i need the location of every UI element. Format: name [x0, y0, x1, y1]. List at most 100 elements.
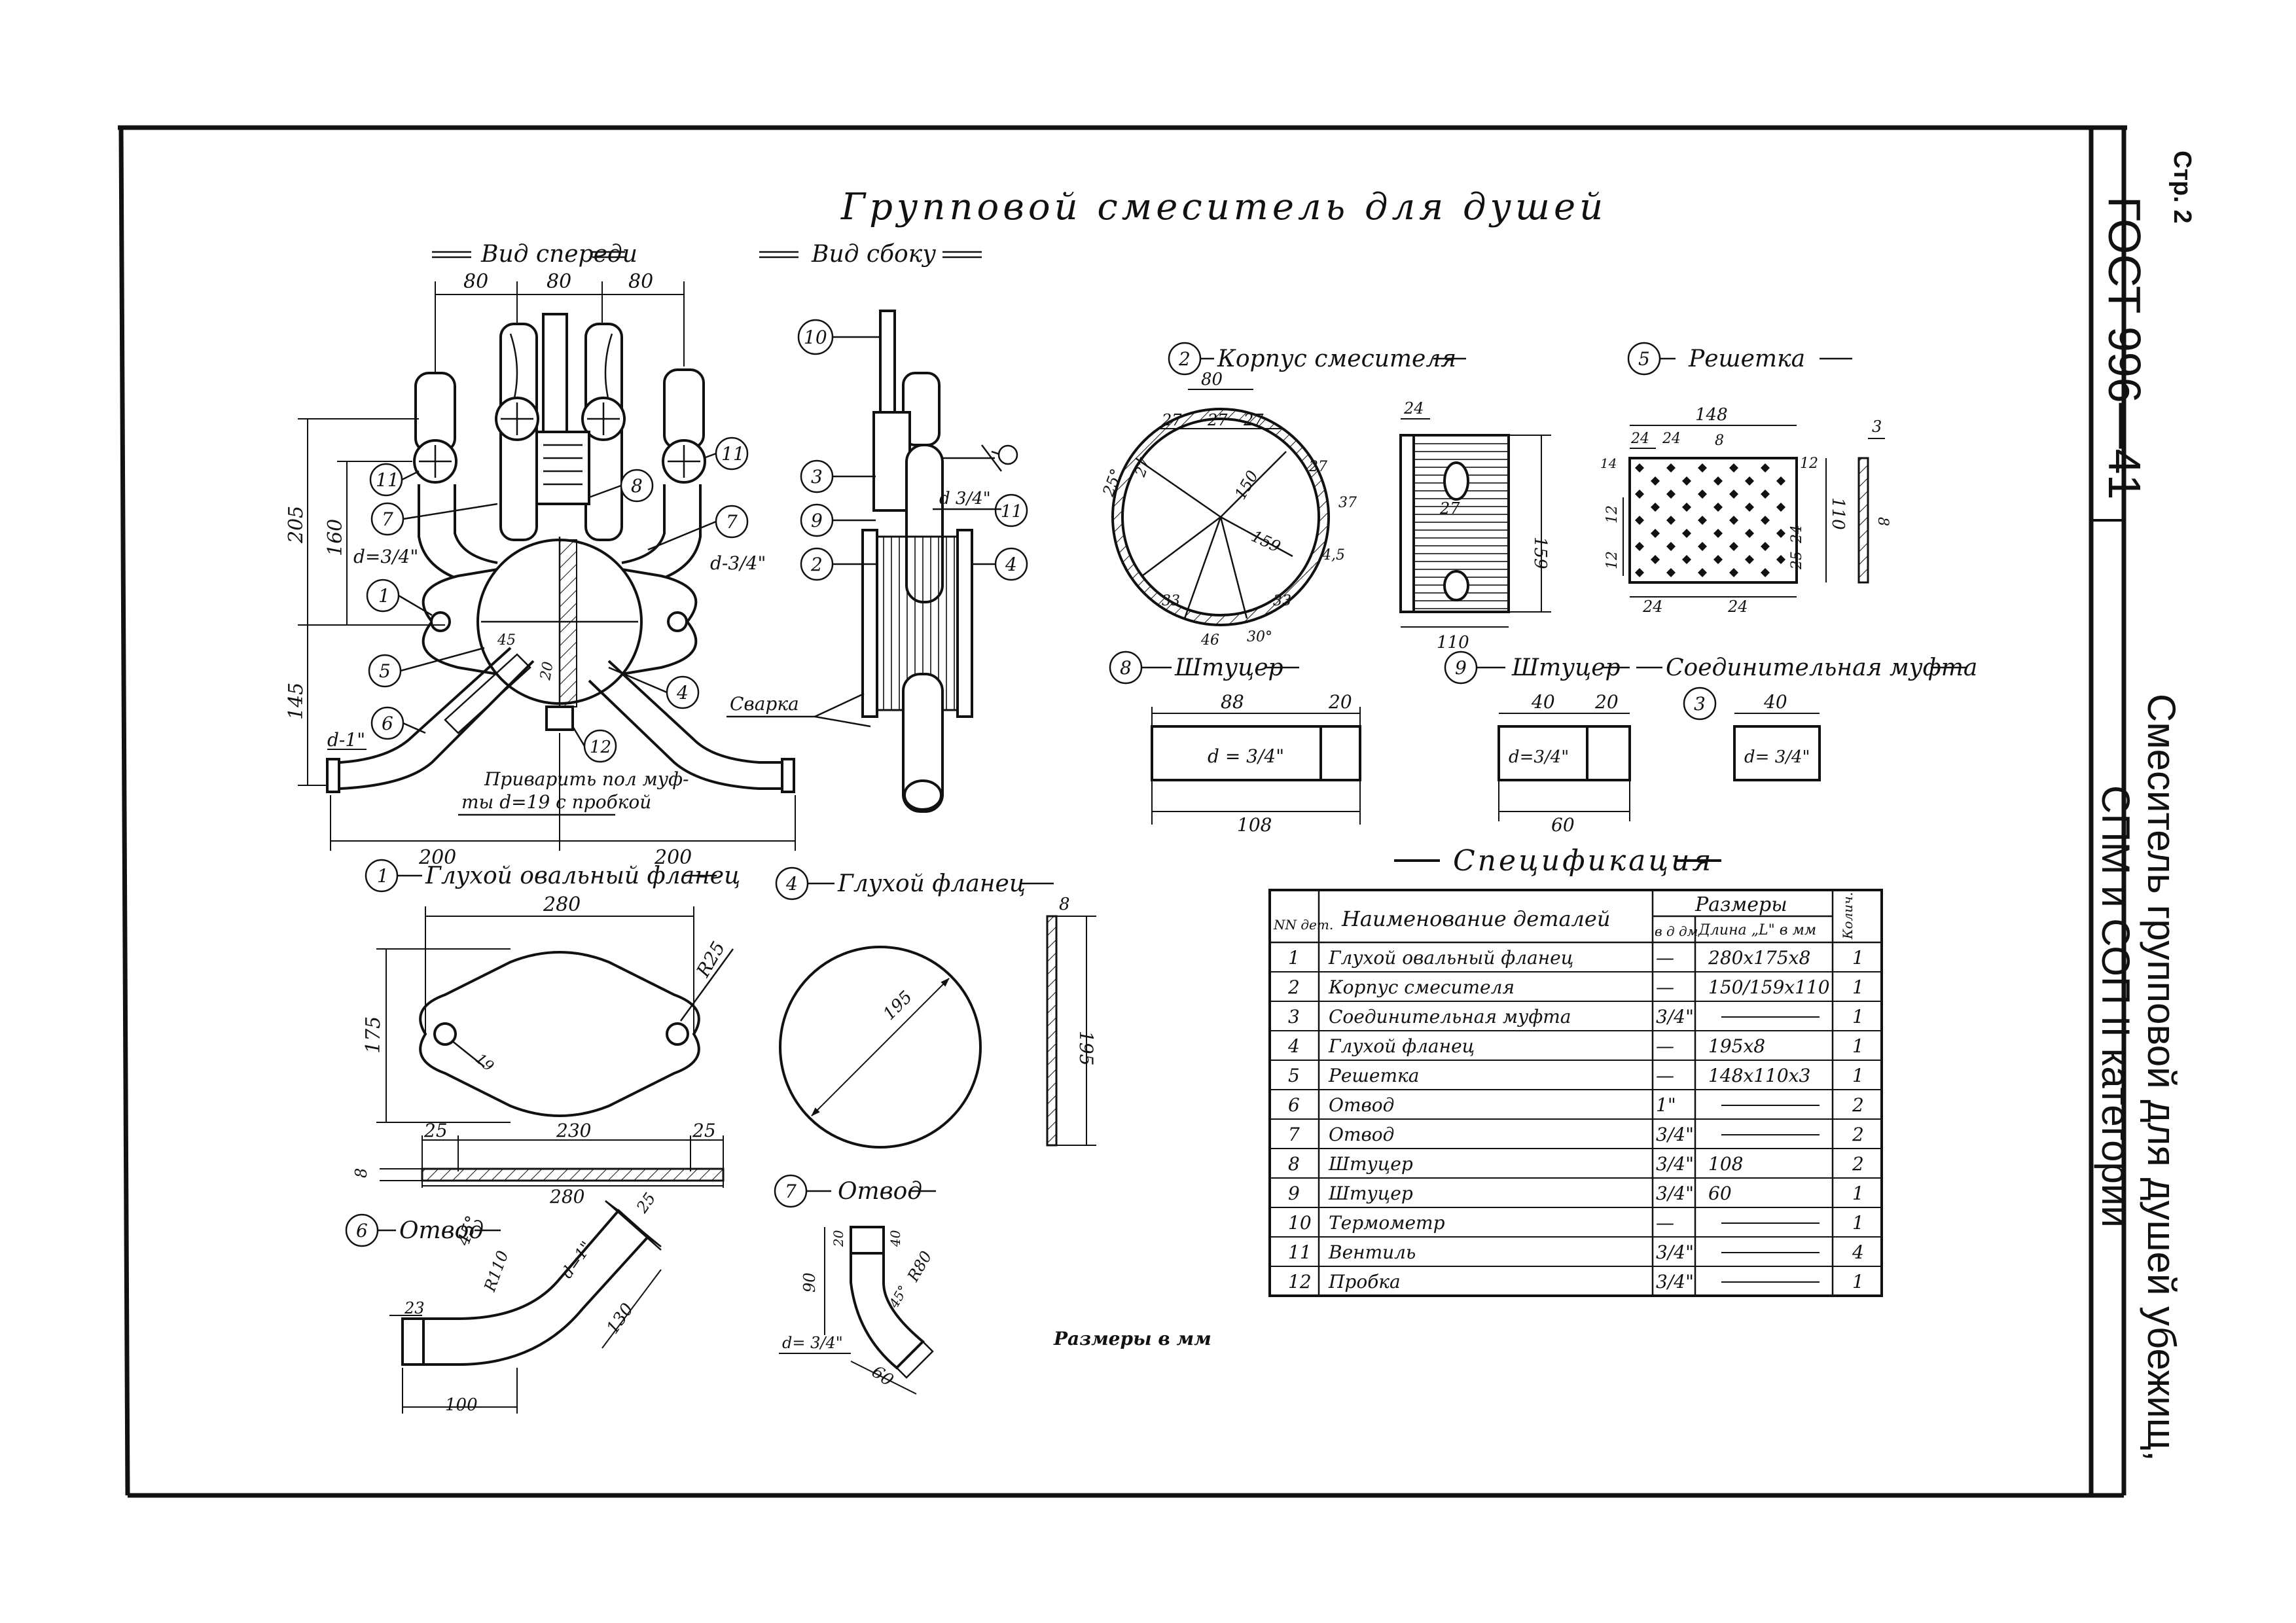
p2-dim-80: 80 — [1201, 370, 1223, 389]
part3-num: 3 — [1694, 693, 1706, 715]
p2-dim-27-a: 27 — [1161, 411, 1182, 429]
p2-dim-46: 46 — [1200, 632, 1219, 649]
spec-cell-name: Соединительная муфта — [1329, 1006, 1571, 1027]
spec-col-len: Длина „L" в мм — [1698, 922, 1816, 938]
spec-cell-qty: 1 — [1852, 1271, 1864, 1293]
spec-cell-name: Вентиль — [1328, 1241, 1416, 1263]
spec-cell-len: 148x110x3 — [1708, 1065, 1810, 1086]
part8-label: Штуцер — [1174, 654, 1283, 681]
p1-dim-280-bottom: 280 — [549, 1186, 584, 1207]
spec-cell-name: Отвод — [1329, 1094, 1394, 1116]
p2-dim-27-c: 27 — [1243, 411, 1264, 429]
front-dim-160: 160 — [324, 519, 347, 556]
p3-dim-40: 40 — [1763, 691, 1787, 713]
front-view: 80 80 80 — [285, 270, 796, 869]
grating-hole — [1761, 463, 1770, 473]
p5-dim-24-b: 24 — [1662, 431, 1681, 447]
grating-hole — [1761, 490, 1770, 499]
callout-8: 8 — [631, 475, 643, 497]
p1-dim-25-a: 25 — [423, 1120, 448, 1141]
p5-dim-3: 3 — [1872, 418, 1882, 436]
grating-hole — [1651, 476, 1660, 486]
callout-4-side: 4 — [1005, 554, 1017, 575]
callout-12: 12 — [590, 738, 611, 757]
title-line-1: Смеситель групповой для душей убежищ, — [2140, 694, 2183, 1461]
spec-cell-no: 2 — [1287, 976, 1300, 998]
part6-num: 6 — [356, 1220, 368, 1241]
spec-cell-name: Штуцер — [1328, 1153, 1413, 1175]
grating-hole — [1729, 542, 1738, 551]
p2-dim-24: 24 — [1403, 399, 1424, 418]
p2-dim-33-a: 33 — [1162, 593, 1180, 609]
front-dim-45: 45 — [497, 632, 516, 649]
spec-col-name: Наименование деталей — [1341, 906, 1610, 931]
p5-dim-110: 110 — [1828, 497, 1848, 530]
callout-11-right: 11 — [721, 443, 745, 465]
front-callouts: 11 7 1 5 6 8 11 7 4 12 — [366, 437, 749, 763]
callout-11-side: 11 — [1001, 502, 1022, 522]
p4-dim-195-edge: 195 — [1075, 1031, 1097, 1065]
p2-dim-110: 110 — [1437, 633, 1469, 652]
front-dim-20: 20 — [537, 660, 557, 682]
p2-dim-27-f: 27 — [1439, 499, 1460, 518]
spec-cell-d: — — [1656, 1212, 1674, 1234]
p5-dim-148: 148 — [1695, 405, 1728, 425]
p8-dim-20: 20 — [1328, 691, 1352, 713]
p5-dim-24-e: 24 — [1727, 597, 1748, 616]
part3-label: Соединительная муфта — [1666, 654, 1977, 681]
page-number: Стр. 2 — [2168, 151, 2196, 224]
p7-dim-r80: R80 — [903, 1248, 935, 1285]
grating-hole — [1682, 529, 1691, 538]
callout-10: 10 — [804, 327, 827, 348]
part6-label: Отвод — [399, 1217, 484, 1244]
spec-cell-d: — — [1656, 976, 1674, 998]
spec-cell-qty: 1 — [1852, 1212, 1864, 1234]
part-6-elbow: 6 Отвод 45° R110 d=1" 25 23 130 100 — [345, 1189, 662, 1415]
side-view-label: Вид сбоку — [811, 241, 936, 268]
spec-cell-no: 12 — [1288, 1271, 1312, 1293]
p2-dim-33-b: 33 — [1273, 593, 1291, 609]
part2-label: Корпус смесителя — [1217, 346, 1456, 372]
callout-5: 5 — [379, 660, 391, 682]
spec-cell-no: 6 — [1288, 1094, 1300, 1116]
p6-dim-25: 25 — [632, 1189, 659, 1217]
part-2-body: 2 Корпус смесителя 80 27 27 27 27 25° 27… — [1099, 342, 1551, 652]
units-note: Размеры в мм — [1053, 1328, 1211, 1349]
grating-hole — [1761, 516, 1770, 525]
grating-hole — [1776, 476, 1785, 486]
p5-dim-12-a: 12 — [1800, 455, 1818, 472]
p2-dim-30deg: 30° — [1247, 629, 1272, 645]
callout-7-right: 7 — [726, 511, 738, 533]
spec-cell-qty: 2 — [1852, 1153, 1864, 1175]
grating-hole — [1651, 503, 1660, 512]
spec-cell-name: Штуцер — [1328, 1183, 1413, 1204]
spec-cell-len: 150/159x110 — [1708, 976, 1830, 998]
front-dim-205: 205 — [285, 506, 308, 544]
sheet-frame — [118, 125, 2127, 1498]
p9-dim-20: 20 — [1594, 691, 1619, 713]
grating-hole — [1682, 555, 1691, 564]
spec-cell-d: — — [1656, 1065, 1674, 1086]
p2-dim-27-b: 27 — [1207, 411, 1228, 429]
spec-cell-name: Пробка — [1328, 1271, 1401, 1293]
p5-dim-8-edge: 8 — [1874, 517, 1891, 526]
grating-hole — [1682, 503, 1691, 512]
p2-dim-159-side: 159 — [1530, 537, 1550, 569]
grating-hole — [1745, 529, 1754, 538]
spec-cell-no: 4 — [1287, 1035, 1300, 1057]
front-dim-80-b: 80 — [547, 270, 571, 293]
grating-hole — [1666, 490, 1676, 499]
spec-col-sizes: Размеры — [1695, 893, 1787, 916]
grating-hole — [1635, 516, 1644, 525]
p5-dim-24-c: 24 — [1789, 525, 1805, 544]
callout-3: 3 — [811, 466, 823, 488]
spec-cell-len: 195x8 — [1708, 1035, 1765, 1057]
spec-cell-qty: 1 — [1852, 1006, 1864, 1027]
spec-cell-qty: 1 — [1852, 976, 1864, 998]
valve-handle-icon — [413, 397, 706, 484]
grating-hole — [1776, 529, 1785, 538]
grating-hole — [1713, 476, 1723, 486]
grating-holes — [1635, 463, 1785, 577]
grating-hole — [1776, 555, 1785, 564]
